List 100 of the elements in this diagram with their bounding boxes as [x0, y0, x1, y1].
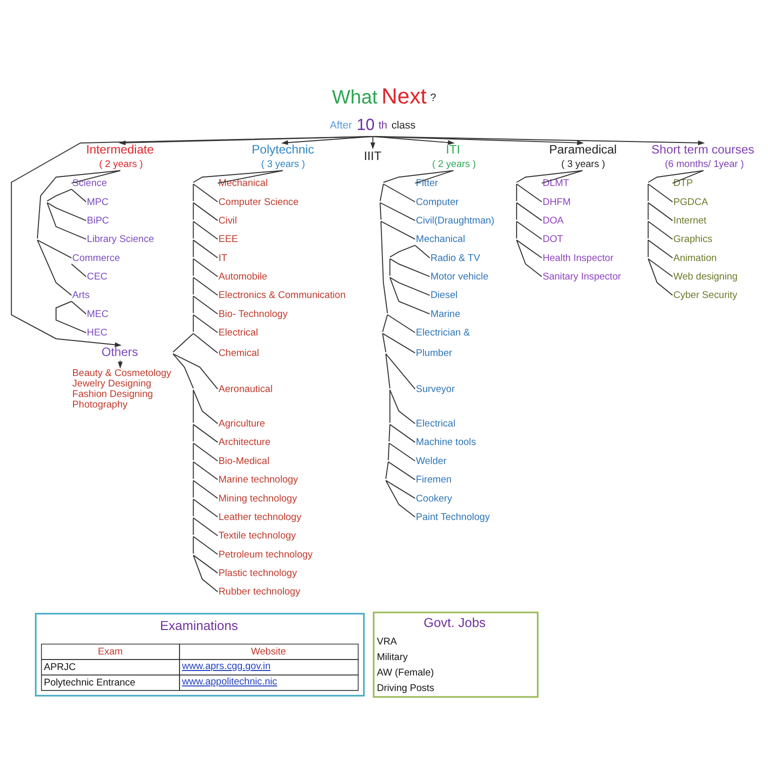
connector	[516, 184, 542, 202]
connector	[192, 184, 218, 202]
node-text: Graphics	[673, 234, 712, 246]
connector	[648, 202, 674, 222]
node-text: Plumber	[416, 348, 452, 359]
arrow	[372, 136, 584, 146]
connector	[192, 424, 218, 443]
node-text: Radio & TV	[430, 252, 480, 264]
node-text: Firemen	[416, 474, 452, 486]
connector	[648, 240, 674, 258]
connector	[380, 202, 416, 222]
node-text: Electrical	[416, 418, 456, 430]
node-text: Rubber technology	[218, 586, 300, 598]
connector	[516, 170, 583, 278]
connector	[389, 276, 430, 296]
connector	[192, 498, 218, 518]
connector	[192, 517, 218, 536]
node-text: Health Inspector	[542, 252, 614, 264]
connector	[192, 296, 218, 314]
connector	[516, 220, 542, 240]
node-text: Civil(Draughtman)	[416, 215, 494, 226]
node-text: Sanitary Inspector	[542, 272, 622, 283]
node-text: Aeronautical	[218, 384, 273, 396]
node-text: EEE	[218, 234, 238, 246]
connector	[389, 424, 416, 443]
node-text: Textile technology	[218, 530, 296, 542]
arrow	[10, 136, 374, 348]
node-text: IIIT	[364, 149, 382, 164]
node-text: Science	[72, 178, 107, 190]
connector	[386, 314, 416, 334]
connector	[71, 300, 87, 314]
connector	[56, 300, 87, 334]
node-text: IT	[218, 252, 228, 264]
connector	[192, 332, 218, 354]
connector	[414, 244, 430, 258]
connector	[192, 258, 218, 278]
connector	[648, 220, 674, 240]
node-text: Electrical	[218, 328, 258, 339]
node-text: Electronics & Communication	[218, 290, 346, 302]
connector	[389, 389, 416, 424]
connector	[382, 184, 416, 202]
connector	[382, 332, 416, 354]
connector	[385, 353, 416, 390]
node-text: Computer	[416, 196, 459, 208]
connector	[380, 220, 416, 240]
node-text: Petroleum technology	[218, 549, 313, 560]
connector	[192, 220, 218, 240]
connector	[71, 170, 121, 184]
node-text: Arts	[72, 290, 90, 302]
connector	[71, 264, 87, 278]
node-text: CEC	[86, 272, 108, 283]
connector	[389, 258, 430, 278]
connector	[648, 258, 674, 278]
connector	[172, 353, 218, 390]
node-text: DLMT	[542, 178, 570, 190]
node-text: Mechanical	[416, 234, 466, 246]
node-text: PGDCA	[673, 196, 708, 208]
node-text: DHFM	[542, 196, 571, 208]
connector	[385, 480, 416, 499]
node-text: Intermediate ( 2 years )	[86, 142, 154, 170]
connector	[672, 170, 704, 184]
connector	[648, 184, 674, 202]
arrow	[370, 136, 376, 150]
node-text: Surveyor	[416, 384, 455, 396]
diagram-title: What Next ?	[332, 84, 436, 109]
node-text: Web designing	[673, 272, 738, 283]
connector	[192, 442, 218, 462]
node-text: Cyber Security	[673, 290, 738, 302]
node-text: Computer Science	[218, 196, 299, 208]
node-text: ITI ( 2 years )	[432, 142, 476, 170]
node-text: Chemical	[218, 348, 260, 359]
node-text: Motor vehicle	[430, 272, 488, 283]
connector	[192, 536, 218, 555]
node-text: Internet	[673, 215, 706, 226]
node-text: Cookery	[416, 493, 452, 504]
connector	[46, 202, 87, 222]
node-text: DOT	[542, 234, 564, 246]
connector	[172, 170, 284, 592]
connector	[192, 461, 218, 480]
node-text: HEC	[86, 328, 108, 339]
node-text: Electrician &	[416, 328, 470, 339]
arrow	[118, 360, 123, 369]
connector	[192, 202, 218, 222]
node-text: Bio-Medical	[218, 456, 270, 467]
connector	[192, 314, 218, 334]
node-text: Marine technology	[218, 474, 298, 486]
node-text: Leather technology	[218, 512, 302, 523]
node-text: Diesel	[430, 290, 458, 302]
node-text: Civil	[218, 215, 237, 226]
node-text: Mining technology	[218, 493, 297, 504]
connector	[217, 170, 284, 184]
node-text: MEC	[86, 308, 109, 320]
node-text: DTP	[673, 178, 693, 190]
node-text: Machine tools	[416, 437, 476, 448]
node-box: Examinations Exam Website APRJC www.aprs.cgg.gov.in Polytechnic Entrance www.appolitechnic.nic	[34, 612, 365, 697]
connector	[388, 442, 416, 462]
connector	[192, 480, 218, 499]
connector	[192, 554, 218, 574]
connector	[192, 240, 218, 258]
node-text: Plastic technology	[218, 568, 297, 579]
